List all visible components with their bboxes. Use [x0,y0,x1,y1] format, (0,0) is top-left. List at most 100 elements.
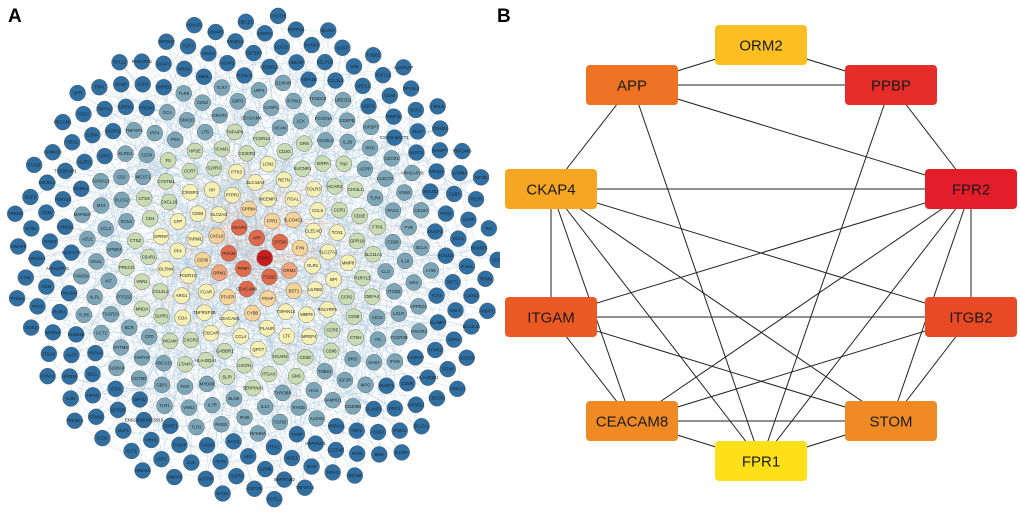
network-node[interactable]: FFAR2 [426,341,444,359]
network-node[interactable]: SAMHD1 [324,391,343,409]
network-node[interactable]: HP [203,181,221,199]
network-node[interactable]: FAM20A [73,268,90,285]
network-node[interactable]: GIMAP8 [10,238,27,255]
network-node[interactable]: PECAM1 [54,113,72,131]
network-node[interactable]: EVI2A [214,485,231,502]
network-node[interactable]: IL18RAP [407,349,424,366]
network-node[interactable]: TNFSF14 [296,479,315,496]
network-node[interactable]: SLC2A3 [210,206,228,223]
network-node[interactable]: CD226 [198,437,216,454]
network-node[interactable]: KIR3DL2 [38,174,56,191]
network-node[interactable]: TXNDC5 [309,90,327,107]
network-node[interactable]: SCML1 [73,180,90,197]
network-node[interactable]: PROM1 [138,99,155,117]
network-node[interactable]: EIF3B [472,169,490,186]
network-node[interactable]: CTSS [135,190,153,207]
network-node[interactable]: ADTRP [197,470,215,488]
network-node[interactable]: CPPED1 [410,298,428,315]
network-node[interactable]: MPEP4 [300,328,318,345]
network-node[interactable]: SERPINB2 [274,471,296,488]
network-node[interactable]: CD101 [273,38,291,56]
network-node[interactable]: GZMA [84,126,101,144]
node-stom[interactable]: STOM [845,401,937,441]
network-node[interactable]: S100A9 [108,359,125,377]
network-node[interactable]: MMP8 [339,254,357,271]
network-node[interactable]: TLR8 [175,85,192,102]
network-node[interactable]: IL6ST [334,39,351,56]
network-node[interactable]: MX2 [92,197,110,214]
network-node[interactable]: TLR2 [188,418,205,436]
network-node[interactable]: S100A12 [92,172,110,190]
network-node[interactable]: CHST15 [270,7,287,25]
network-node[interactable]: CAST [460,211,477,228]
network-node[interactable]: ENSG00000255819 [125,411,164,429]
network-node[interactable]: ETS1 [23,220,40,237]
network-node[interactable]: GIMAP5 [207,23,225,41]
network-node[interactable]: CD52 [194,94,211,111]
network-node[interactable]: BLVRA [320,22,337,39]
network-node[interactable]: S100A8 [274,74,291,92]
network-node[interactable]: CD86 [322,342,340,360]
network-node[interactable]: S1PR3 [205,159,223,177]
network-node[interactable]: HSPA4 [87,344,104,362]
network-node[interactable]: CSF1R [246,480,263,497]
network-node[interactable]: KIR2DL3 [28,250,46,267]
network-node[interactable]: FCGR3B [390,329,408,346]
network-node[interactable]: ALOX5 [308,410,325,427]
network-node[interactable]: CEACAM8 [236,280,258,298]
network-node[interactable]: FCER2 [228,467,245,485]
network-node[interactable]: FOLR3 [305,180,322,198]
network-node[interactable]: CCR1 [331,201,348,219]
network-node[interactable]: CRISP3 [182,184,199,201]
network-node[interactable]: ARHGAP31 [46,260,70,277]
network-node[interactable]: CEBPB [338,112,356,129]
network-node[interactable]: GIMAP6 [166,468,183,486]
network-node[interactable]: CD3E [351,207,368,225]
network-node[interactable]: FTH1 [369,218,386,236]
node-fpr2[interactable]: FPR2 [925,169,1017,209]
network-node[interactable]: ARHGAP26 [401,164,425,182]
network-node[interactable]: POU2F2 [186,16,203,34]
network-node[interactable]: VNN2 [180,399,198,416]
network-node[interactable]: IFITM3 [112,339,130,356]
network-node[interactable]: CXCL8 [208,227,225,244]
network-node[interactable]: FGR [176,378,194,395]
network-node[interactable]: BMI1 [195,68,213,85]
network-node[interactable]: NET1 [444,273,461,291]
network-node[interactable]: PLCG2 [113,191,130,209]
network-node[interactable]: TCN1 [329,224,346,241]
network-node[interactable]: ITK [369,331,387,348]
network-node[interactable]: PADI2 [213,416,230,433]
network-node[interactable]: SLPI [218,368,236,386]
network-node[interactable]: GRN [296,135,313,152]
network-node[interactable]: CD3D [297,349,314,366]
network-node[interactable]: CTSL [17,269,34,286]
network-node[interactable]: TRIM24 [431,120,448,137]
network-node[interactable]: HCAR3 [326,178,343,195]
network-node[interactable]: TREML2 [66,412,84,429]
network-node[interactable]: CAMK2D [44,144,62,161]
network-node[interactable]: LILRB2 [306,281,324,298]
network-node[interactable]: SH2D1B [68,326,85,343]
network-node[interactable]: CCL5 [309,202,326,219]
network-node[interactable]: STOM [271,233,289,251]
network-node[interactable]: CD79B [130,370,148,387]
network-node[interactable]: CD2 [113,168,130,186]
network-node[interactable]: ITGB3 [386,283,403,300]
network-node[interactable]: CTSZ [127,232,144,249]
network-node[interactable]: RUNX3 [303,36,320,54]
network-node[interactable]: RNF144B [453,142,472,160]
network-node[interactable]: SLAMF6 [365,400,383,418]
network-node[interactable]: ITGAX [260,365,278,383]
network-node[interactable]: PXN [167,131,184,148]
network-node[interactable]: AKT3 [212,453,229,470]
network-node[interactable]: IFI44L [458,258,476,275]
network-node[interactable]: CCL4 [232,328,249,345]
network-node[interactable]: NCF1 [115,422,132,439]
network-node[interactable]: SOX4 [439,360,456,378]
network-node[interactable]: SLCO4C1 [283,211,304,229]
network-node[interactable]: CPNE3 [106,241,123,258]
network-node[interactable]: SIRPA [314,155,331,172]
network-node[interactable]: TNF [335,155,353,173]
network-node[interactable]: IGFBP7 [362,118,379,136]
